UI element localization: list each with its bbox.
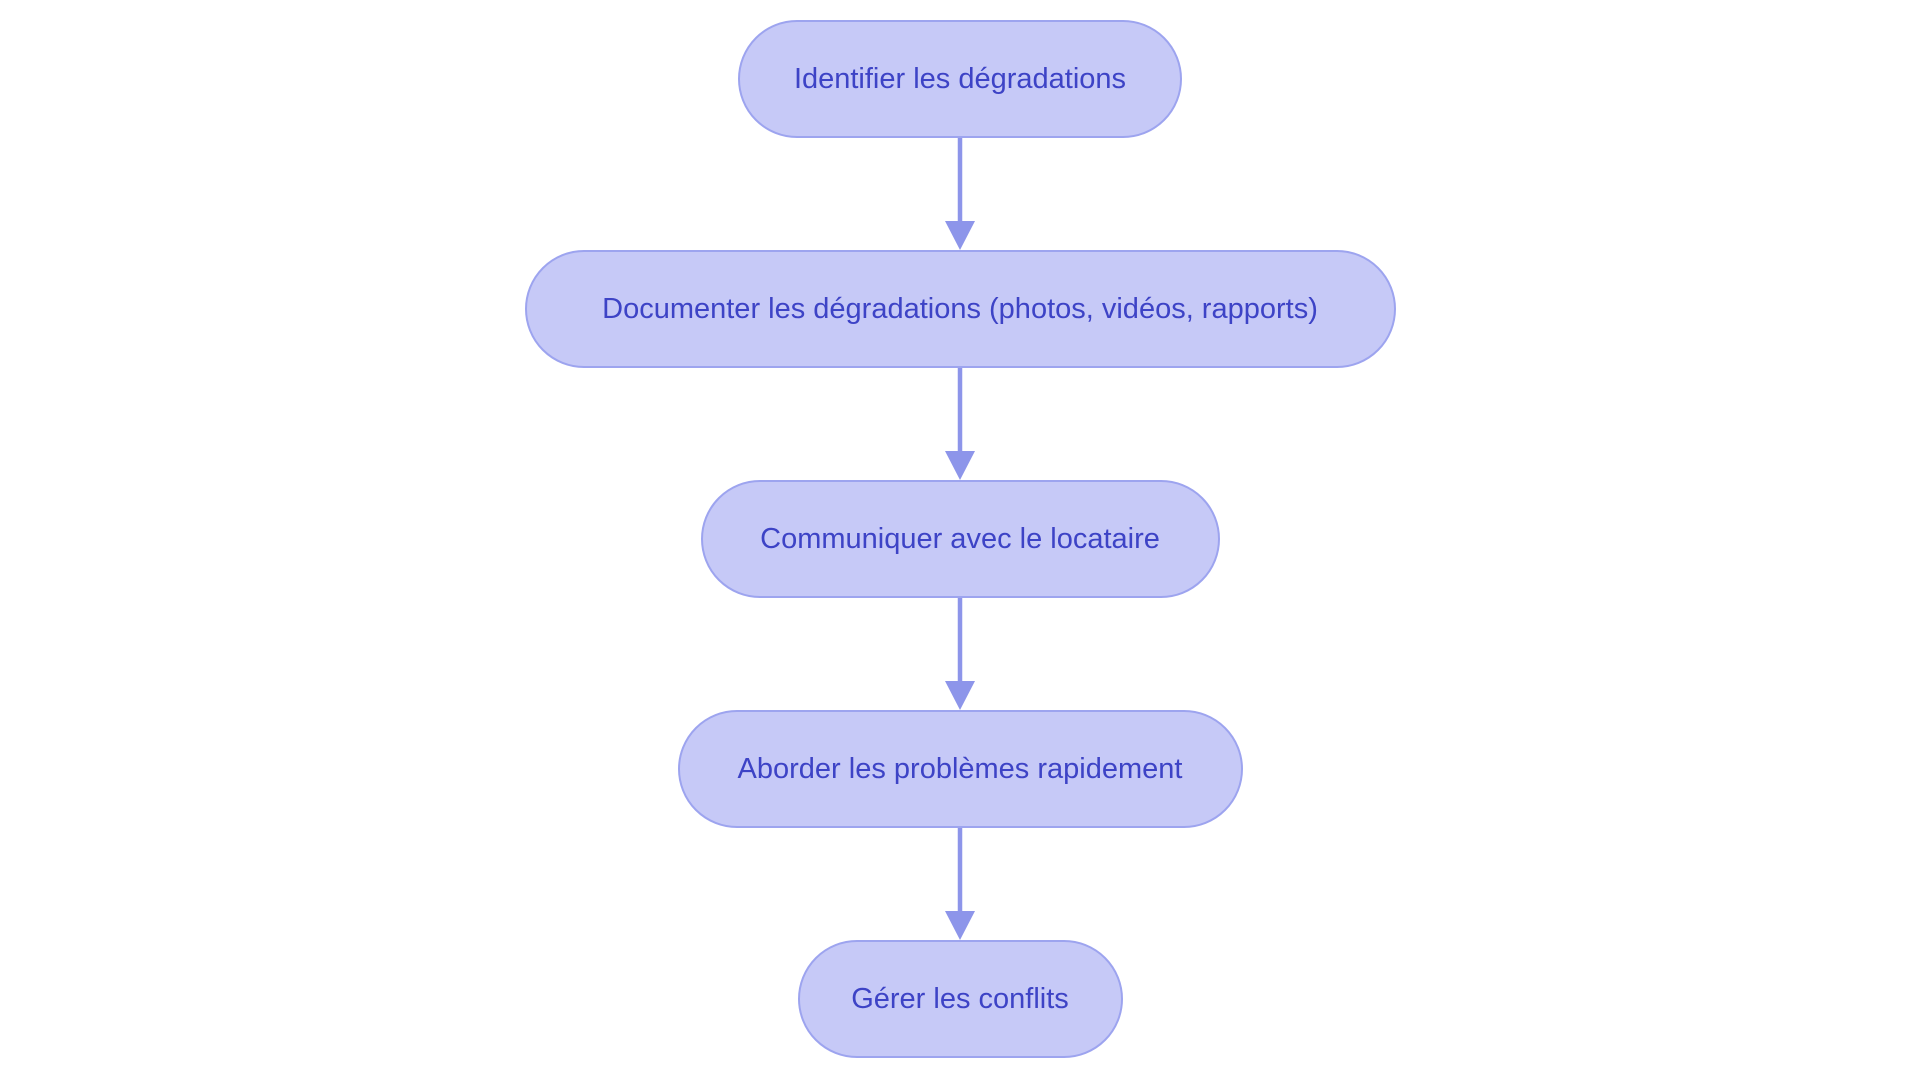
arrow-down-icon	[945, 598, 975, 710]
flowchart-node-step-2: Documenter les dégradations (photos, vid…	[524, 250, 1396, 368]
node-label: Documenter les dégradations (photos, vid…	[602, 292, 1318, 325]
node-label: Identifier les dégradations	[793, 62, 1127, 95]
flowchart-node-step-1: Identifier les dégradations	[738, 20, 1182, 138]
arrow-down-icon	[945, 138, 975, 250]
node-label: Aborder les problèmes rapidement	[737, 752, 1183, 785]
flowchart-node-step-5: Gérer les conflits	[797, 940, 1123, 1058]
arrow-down-icon	[945, 368, 975, 480]
node-label: Communiquer avec le locataire	[760, 522, 1160, 555]
arrow-down-icon	[945, 828, 975, 940]
flowchart-node-step-3: Communiquer avec le locataire	[700, 480, 1220, 598]
node-label: Gérer les conflits	[851, 982, 1069, 1015]
flowchart-node-step-4: Aborder les problèmes rapidement	[677, 710, 1243, 828]
